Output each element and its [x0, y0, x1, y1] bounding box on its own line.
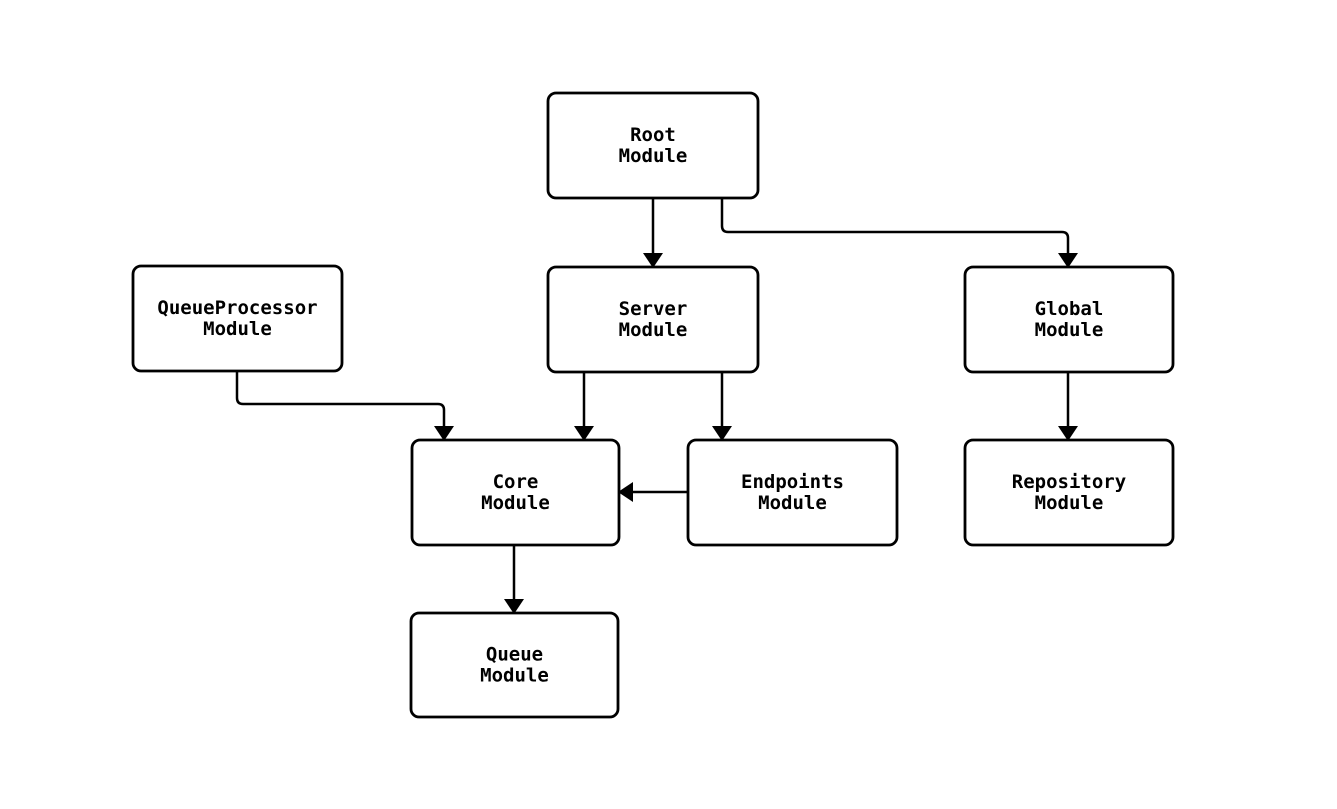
node-box-endpoints	[686, 438, 899, 547]
node-box-root	[546, 91, 760, 200]
node-box-global	[963, 265, 1175, 374]
edge-queueprocessor-to-core	[235, 371, 454, 441]
edges-layer	[235, 198, 1078, 614]
edge-root-to-global	[720, 198, 1078, 268]
node-box-repository	[963, 438, 1175, 547]
node-box-queueprocessor	[131, 264, 344, 373]
node-box-core	[410, 438, 621, 547]
node-box-queue	[409, 611, 620, 719]
node-box-server	[546, 265, 760, 374]
